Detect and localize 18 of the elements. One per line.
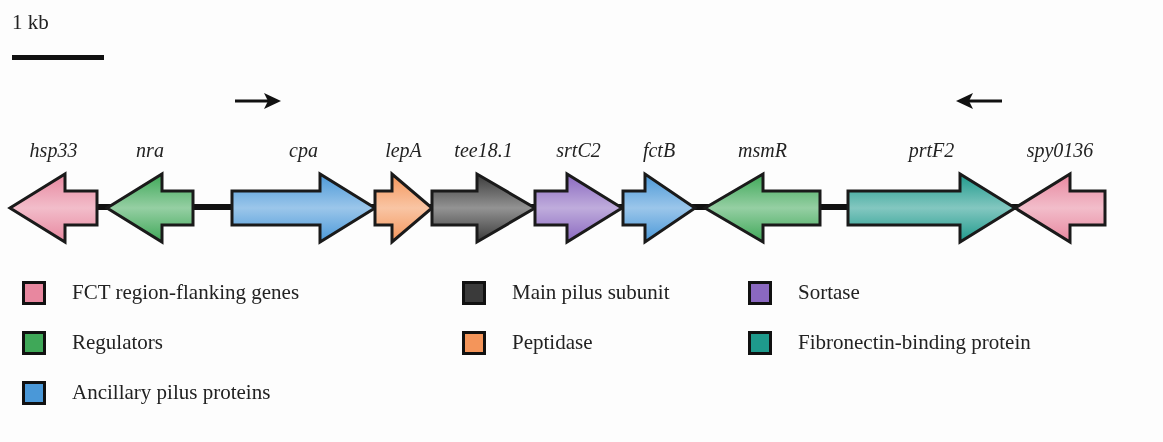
legend-label: Peptidase	[512, 330, 593, 354]
legend-label: FCT region-flanking genes	[72, 280, 300, 304]
legend-label: Regulators	[72, 330, 163, 354]
legend-label: Fibronectin-binding protein	[798, 330, 1031, 354]
scale-label: 1 kb	[12, 10, 49, 34]
gene-label: hsp33	[29, 138, 78, 162]
legend-label: Ancillary pilus proteins	[72, 380, 271, 404]
gene-label: cpa	[289, 138, 318, 162]
gene-label: nra	[136, 138, 164, 162]
gene-label: prtF2	[908, 138, 955, 162]
gene-label: spy0136	[1026, 138, 1094, 162]
legend-label: Main pilus subunit	[512, 280, 670, 304]
gene-label: srtC2	[556, 138, 601, 162]
legend-label: Sortase	[798, 280, 860, 304]
gene-label: fctB	[642, 138, 676, 162]
gene-label: lepA	[385, 138, 422, 162]
gene-label: msmR	[738, 138, 787, 162]
gene-label: tee18.1	[454, 138, 513, 162]
